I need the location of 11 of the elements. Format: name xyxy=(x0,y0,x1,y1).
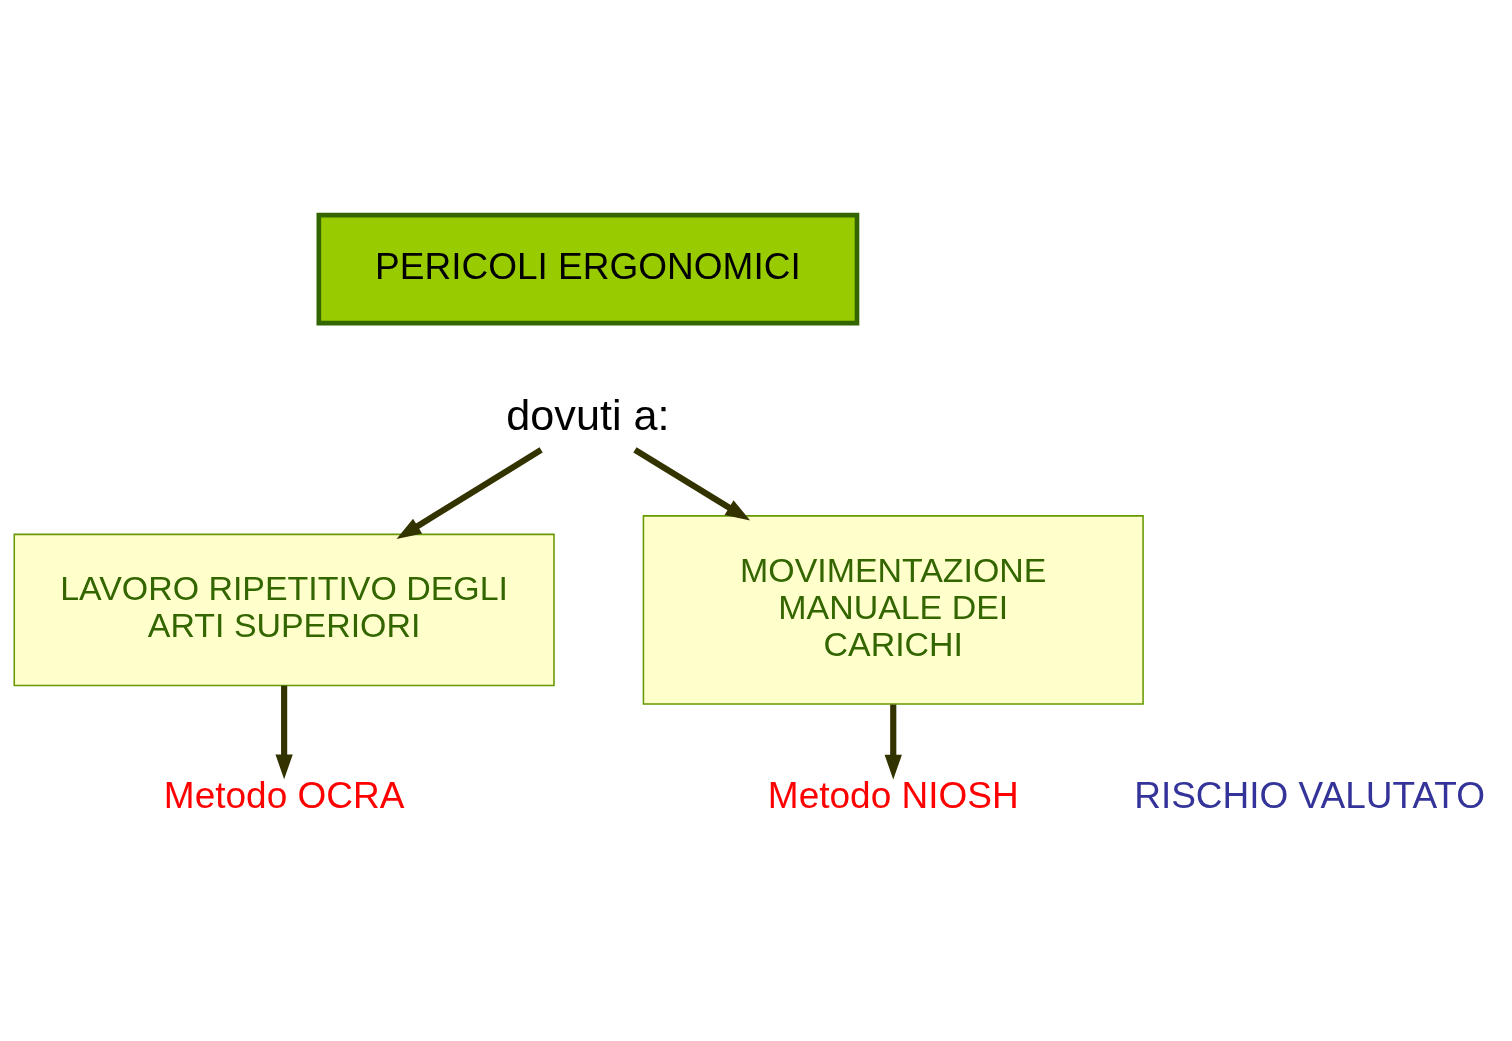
node-box: LAVORO RIPETITIVO DEGLI ARTI SUPERIORI xyxy=(13,533,555,687)
node-box: MOVIMENTAZIONE MANUALE DEI CARICHI xyxy=(642,515,1144,705)
node-text: dovuti a: xyxy=(506,391,670,440)
node-text: Metodo NIOSH xyxy=(767,774,1019,816)
arrow xyxy=(396,447,543,540)
arrow xyxy=(884,704,902,780)
node-text: Metodo OCRA xyxy=(163,774,405,816)
arrow xyxy=(275,685,293,780)
label: RISCHIO VALUTATO xyxy=(1134,774,1486,816)
node-box: PERICOLI ERGONOMICI xyxy=(316,212,860,326)
arrow xyxy=(633,447,751,521)
